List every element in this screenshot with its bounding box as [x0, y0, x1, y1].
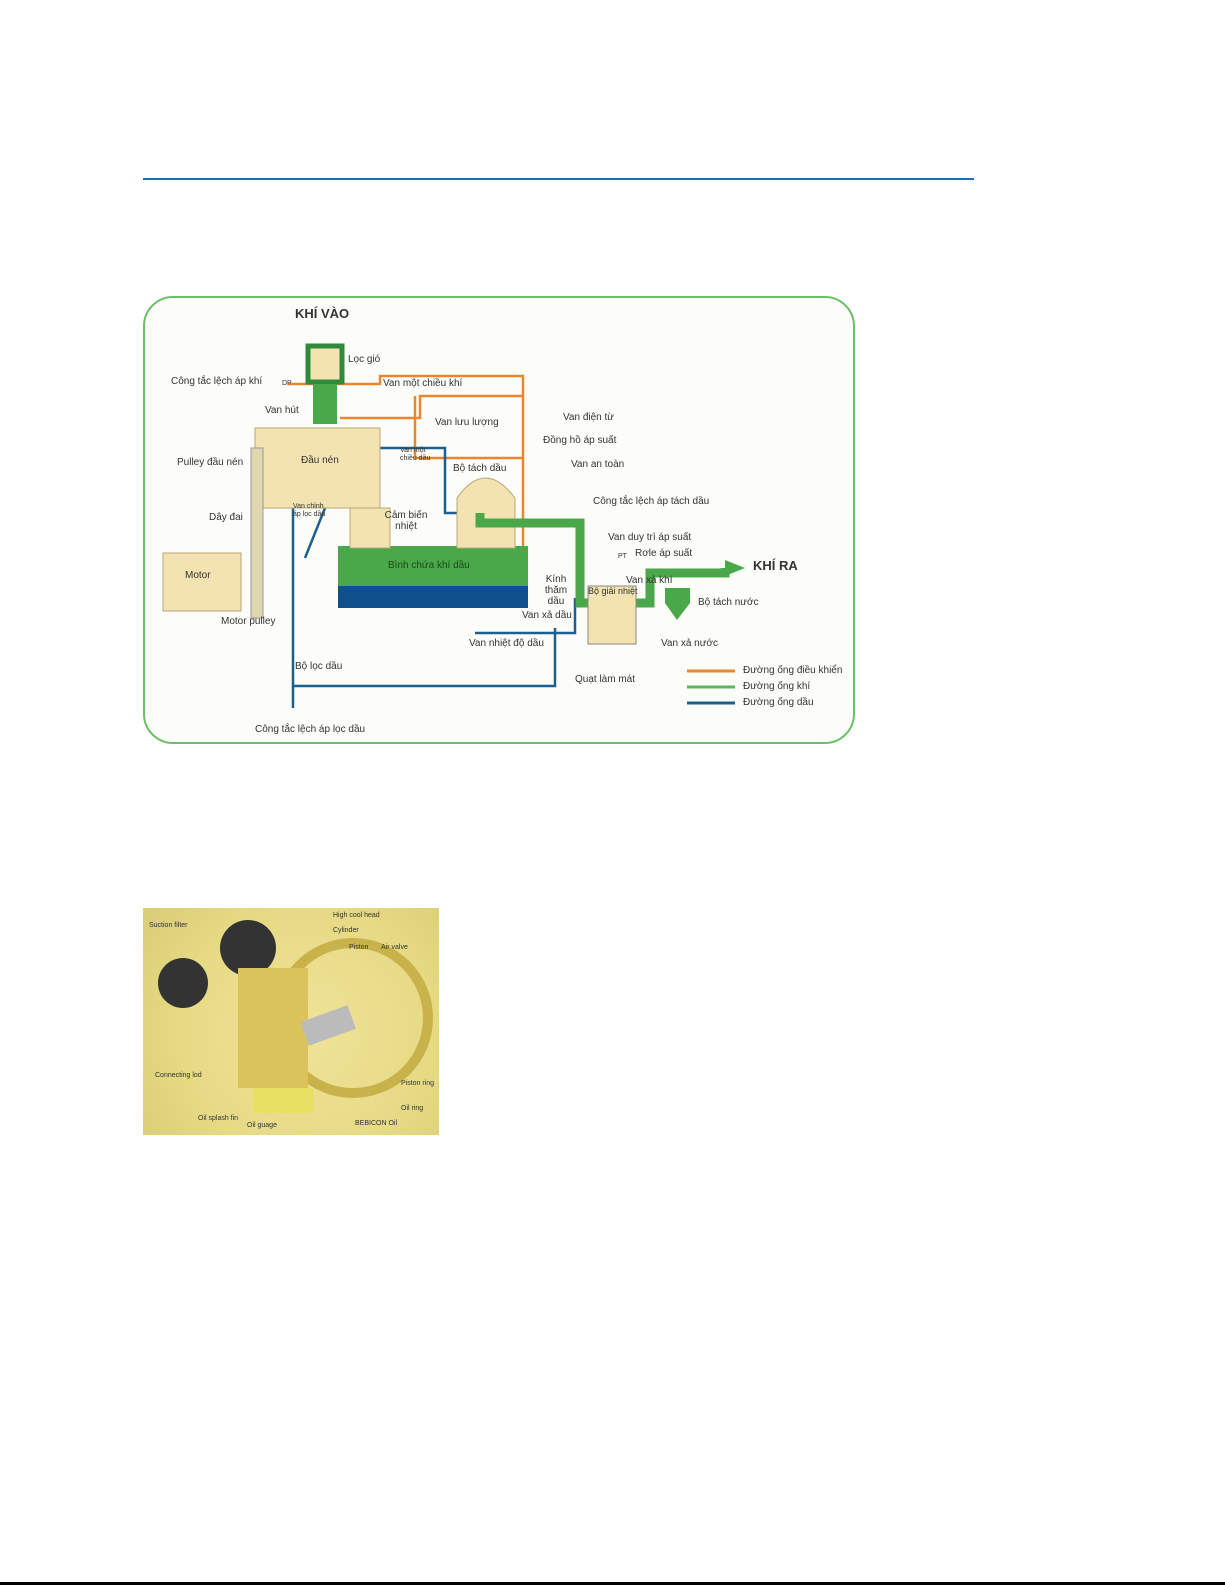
label: Van một chiều dầu: [400, 447, 431, 462]
label: Motor pulley: [221, 616, 276, 627]
label: Lọc gió: [348, 354, 381, 365]
tank-air: [338, 546, 528, 586]
label: Van an toàn: [571, 459, 625, 470]
photo-label: Suction filter: [149, 922, 188, 929]
page-bottom-border: [0, 1582, 1225, 1585]
label: Pulley đầu nén: [177, 457, 244, 468]
photo-label: Connecting lod: [155, 1072, 202, 1079]
label: Bộ tách nước: [698, 597, 759, 608]
label: Van lưu lượng: [435, 417, 499, 428]
label: Van chỉnh áp lọc dầu: [293, 503, 326, 518]
label: Van hút: [265, 405, 299, 416]
label: Công tắc lệch áp tách dầu: [593, 496, 710, 507]
label: Van xả dầu: [522, 610, 572, 621]
label: Quạt làm mát: [575, 674, 636, 685]
photo-label: Cylinder: [333, 927, 359, 934]
label: Cảm biến nhiệt: [384, 510, 428, 532]
photo-label: Piston ring: [401, 1080, 435, 1087]
label-air-in: KHÍ VÀO: [295, 306, 350, 321]
label: Bộ lọc dầu: [295, 661, 343, 672]
label: Bộ giải nhiệt: [588, 586, 638, 596]
tank-oil: [338, 586, 528, 608]
photo-label: BEBICON Oil: [355, 1120, 398, 1127]
photo-label: Oil guage: [247, 1122, 277, 1129]
legend-air-line: Đường ống khí: [743, 681, 811, 692]
label: Van duy trì áp suất: [608, 532, 692, 543]
dp-symbol: DP: [282, 380, 292, 387]
pt-symbol: PT: [618, 553, 627, 560]
label: Công tắc lệch áp khí: [171, 376, 263, 387]
label: Kính thăm dầu: [544, 574, 568, 607]
photo-label: Oil splash fin: [198, 1115, 239, 1122]
photo-label: Oil ring: [401, 1105, 424, 1112]
label: Van xả khí: [626, 575, 673, 586]
label: Dây đai: [209, 512, 243, 523]
photo-label: Air valve: [381, 944, 408, 951]
diagram-graphics: [162, 343, 745, 708]
label: Van một chiều khí: [383, 378, 463, 389]
photo-label: High cool head: [333, 912, 380, 919]
photo-label: Piston: [349, 944, 369, 951]
compressor-flow-diagram: KHÍ VÀO KHÍ RA Lọc gió Công tắc lệch áp …: [143, 296, 855, 744]
label: Bộ tách dầu: [453, 463, 507, 474]
label: Van nhiệt độ dầu: [469, 638, 544, 649]
label: Motor: [185, 570, 211, 581]
header-rule: [143, 178, 974, 180]
compressor-cutaway-image: Suction filter High cool head Cylinder P…: [143, 908, 439, 1135]
label: Công tắc lệch áp lọc dầu: [255, 724, 366, 735]
label: Van xả nước: [661, 638, 718, 649]
label-air-out: KHÍ RA: [753, 558, 798, 573]
label: Rơle áp suất: [635, 548, 693, 559]
label: Van điện từ: [563, 412, 614, 423]
legend-control-line: Đường ống điều khiển: [743, 665, 843, 676]
label: Đồng hồ áp suất: [543, 435, 617, 446]
label: Đầu nén: [301, 455, 339, 466]
compressor-graphic: [158, 920, 433, 1113]
label: Bình chứa khí dầu: [388, 560, 470, 571]
legend-oil-line: Đường ống dầu: [743, 697, 814, 708]
